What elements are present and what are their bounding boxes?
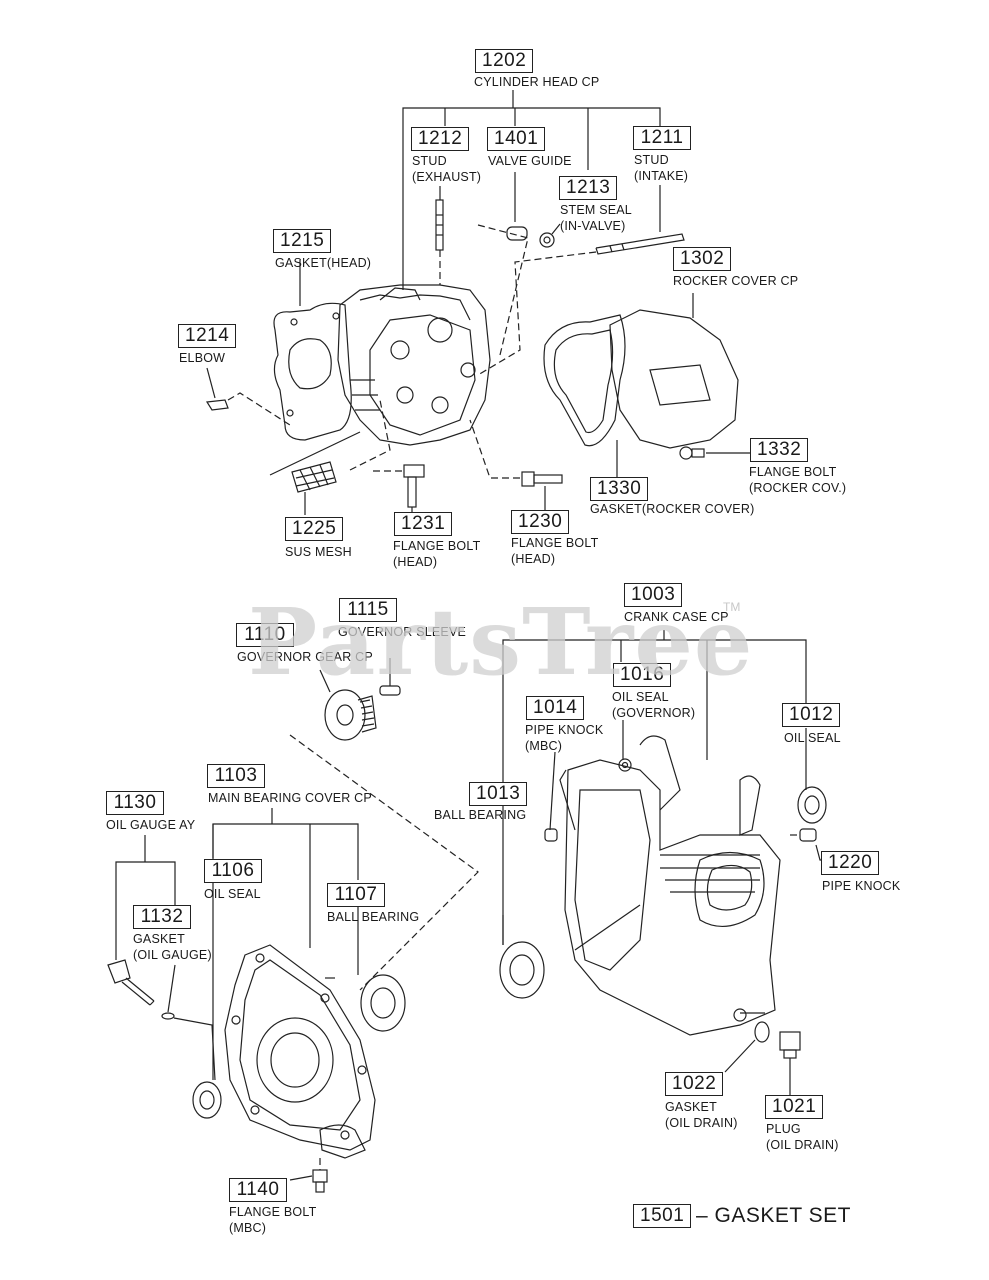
part-name-1013: BALL BEARING [434,808,527,822]
watermark-logo: PartsTree [248,588,754,696]
part-name-1211: STUD (INTAKE) [634,153,689,183]
part-name-1107: BALL BEARING [327,910,420,924]
part-name-1130: OIL GAUGE AY [106,818,196,832]
part-number-1215: 1215 [273,229,331,253]
part-name-1215: GASKET(HEAD) [275,256,372,270]
part-name-1016: OIL SEAL (GOVERNOR) [612,690,696,720]
part-name-1014: PIPE KNOCK (MBC) [525,723,604,753]
part-number-1401: 1401 [487,127,545,151]
part-name-1110: GOVERNOR GEAR CP [237,650,373,664]
part-name-1225: SUS MESH [285,545,352,559]
part-number-1220: 1220 [821,851,879,875]
part-name-1220: PIPE KNOCK [822,879,901,893]
part-name-1230: FLANGE BOLT (HEAD) [511,536,599,566]
part-number-1211: 1211 [633,126,691,150]
part-number-1003: 1003 [624,583,682,607]
part-name-1021: PLUG (OIL DRAIN) [766,1122,839,1152]
part-name-1022: GASKET (OIL DRAIN) [665,1100,738,1130]
part-number-1212: 1212 [411,127,469,151]
watermark-trademark: TM [723,600,741,614]
part-number-1106: 1106 [204,859,262,883]
part-name-1401: VALVE GUIDE [488,154,572,168]
part-number-1225: 1225 [285,517,343,541]
part-number-1130: 1130 [106,791,164,815]
part-number-1110: 1110 [236,623,294,647]
part-number-1213: 1213 [559,176,617,200]
part-name-1212: STUD (EXHAUST) [412,154,482,184]
part-name-1302: ROCKER COVER CP [673,274,799,288]
part-number-1014: 1014 [526,696,584,720]
part-name-1115: GOVERNOR SLEEVE [338,625,467,639]
part-number-1302: 1302 [673,247,731,271]
part-name-1214: ELBOW [179,351,226,365]
part-name-1003: CRANK CASE CP [624,610,729,624]
part-number-1330: 1330 [590,477,648,501]
part-name-1012: OIL SEAL [784,731,841,745]
part-name-1332: FLANGE BOLT (ROCKER COV.) [749,465,847,495]
part-number-1012: 1012 [782,703,840,727]
part-number-1202: 1202 [475,49,533,73]
gasket-set-number: 1501 [633,1204,691,1228]
part-name-1202: CYLINDER HEAD CP [474,75,600,89]
part-number-1022: 1022 [665,1072,723,1096]
part-number-1016: 1016 [613,663,671,687]
part-number-1103: 1103 [207,764,265,788]
part-name-1213: STEM SEAL (IN-VALVE) [560,203,632,233]
gasket-set-label: – GASKET SET [696,1204,852,1227]
gasket-set-text: GASKET SET [714,1204,852,1227]
part-name-1103: MAIN BEARING COVER CP [208,791,372,805]
part-name-1132: GASKET (OIL GAUGE) [133,932,212,962]
part-number-1230: 1230 [511,510,569,534]
part-number-1132: 1132 [133,905,191,929]
part-name-1140: FLANGE BOLT (MBC) [229,1205,317,1235]
part-name-1231: FLANGE BOLT (HEAD) [393,539,481,569]
part-name-1106: OIL SEAL [204,887,261,901]
part-number-1021: 1021 [765,1095,823,1119]
part-number-1107: 1107 [327,883,385,907]
part-number-1140: 1140 [229,1178,287,1202]
part-name-1330: GASKET(ROCKER COVER) [590,502,755,516]
part-number-1013: 1013 [469,782,527,806]
part-number-1332: 1332 [750,438,808,462]
part-number-1115: 1115 [339,598,397,622]
part-number-1214: 1214 [178,324,236,348]
part-number-1231: 1231 [394,512,452,536]
